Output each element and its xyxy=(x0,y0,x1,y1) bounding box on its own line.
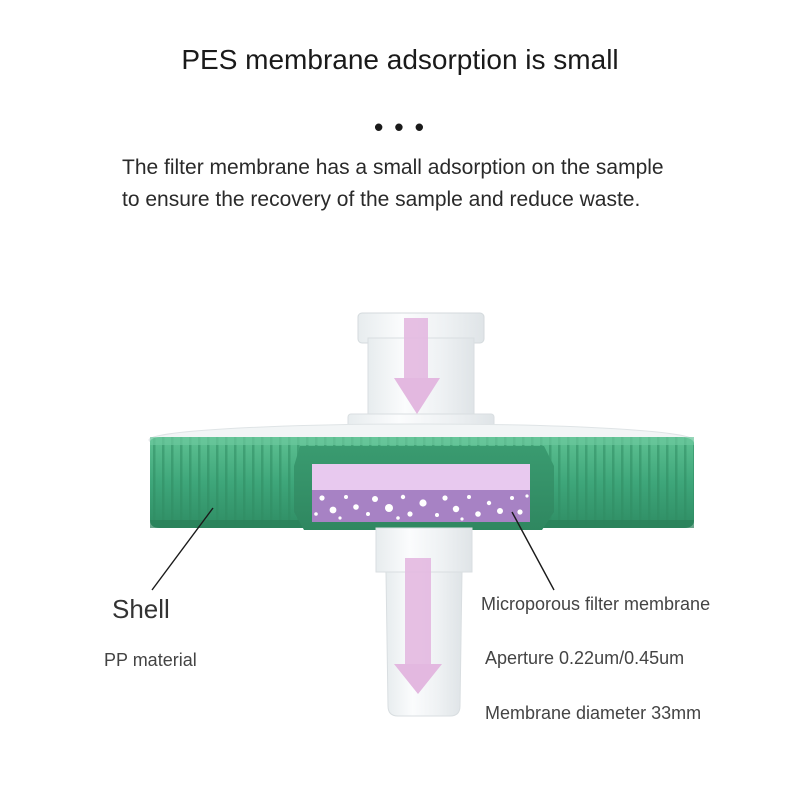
diameter-label: Membrane diameter 33mm xyxy=(485,703,702,723)
page-title: PES membrane adsorption is small xyxy=(181,44,619,75)
membrane-label: Microporous filter membrane xyxy=(481,594,711,614)
ellipsis-separator: • • • xyxy=(374,112,426,142)
shell-leader-line xyxy=(151,507,214,591)
microporous-membrane xyxy=(312,490,530,522)
flow-down-arrow-bottom xyxy=(394,664,442,694)
shell-label: Shell xyxy=(112,594,170,624)
outlet-tube xyxy=(375,527,473,717)
description-text: The filter membrane has a small adsorpti… xyxy=(122,156,664,211)
membrane-top-layer xyxy=(312,464,530,490)
filter-shell xyxy=(148,423,694,530)
flow-down-arrow-top xyxy=(394,378,440,414)
membrane-pores xyxy=(314,494,529,521)
membrane-leader-line xyxy=(511,511,555,591)
shell-material-label: PP material xyxy=(104,650,197,670)
aperture-label: Aperture 0.22um/0.45um xyxy=(485,648,685,668)
